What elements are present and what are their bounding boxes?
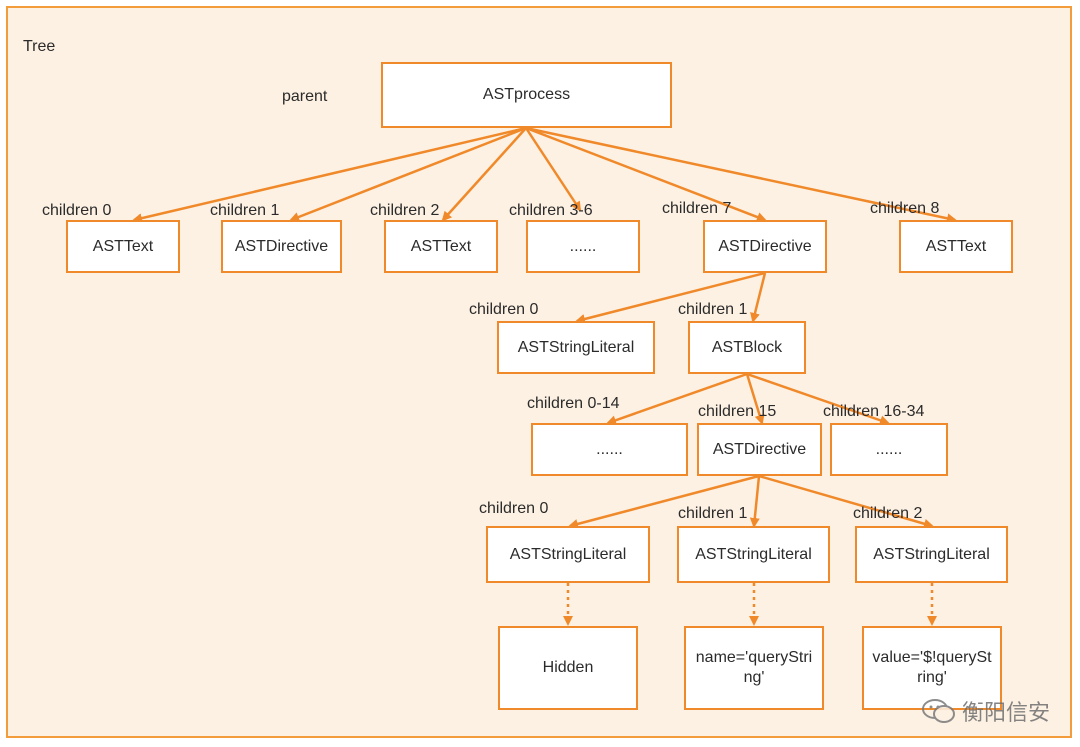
edge-root-1 (289, 126, 527, 222)
label-children-3-6: children 3-6 (509, 202, 593, 219)
edge-d7-1 (750, 272, 767, 323)
node-asttext-8: ASTText (899, 220, 1013, 273)
node-value-value: value='$!queryString' (862, 626, 1002, 710)
edge-blk-16-34 (746, 372, 890, 426)
edge-root-8 (525, 126, 957, 224)
label-children-7: children 7 (662, 200, 732, 217)
label-children-1: children 1 (210, 202, 280, 219)
node-value-name: name='queryString' (684, 626, 824, 710)
label-l4-children-0: children 0 (479, 500, 549, 517)
edge-blk-0-14 (606, 372, 748, 426)
node-aststringliteral-0: ASTStringLiteral (486, 526, 650, 583)
label-l4-children-2: children 2 (853, 505, 923, 522)
label-children-2: children 2 (370, 202, 440, 219)
edge-d15-1 (749, 475, 761, 528)
watermark-text: 衡阳信安 (961, 700, 1050, 725)
edge-d15-0 (568, 474, 760, 529)
edge-root-0 (132, 126, 527, 224)
edge-root-2 (441, 127, 527, 222)
edge-root-3-6 (524, 127, 582, 212)
frame-title: Tree (23, 38, 56, 55)
label-children-15: children 15 (698, 403, 777, 420)
node-astdirective-15: ASTDirective (697, 423, 822, 476)
label-children-0: children 0 (42, 202, 112, 219)
edge-blk-15 (745, 373, 765, 425)
node-ellipsis-3-6: ...... (526, 220, 640, 273)
node-ellipsis-16-34: ...... (830, 423, 948, 476)
label-parent: parent (282, 88, 328, 105)
label-children-0-14: children 0-14 (527, 395, 620, 412)
label-children-16-34: children 16-34 (823, 403, 925, 420)
node-ellipsis-0-14: ...... (531, 423, 688, 476)
wechat-icon (921, 699, 955, 723)
node-asttext-2: ASTText (384, 220, 498, 273)
node-asttext-0: ASTText (66, 220, 180, 273)
label-l2-children-0: children 0 (469, 301, 539, 318)
watermark: 衡阳信安 (921, 695, 1050, 727)
node-astdirective-1: ASTDirective (221, 220, 342, 273)
label-l4-children-1: children 1 (678, 505, 748, 522)
edge-d7-0 (575, 271, 766, 324)
node-astblock: ASTBlock (688, 321, 806, 374)
node-astprocess: ASTprocess (381, 62, 672, 128)
node-astdirective-7: ASTDirective (703, 220, 827, 273)
node-aststringliteral-1: ASTStringLiteral (677, 526, 830, 583)
label-l2-children-1: children 1 (678, 301, 748, 318)
node-aststringliteral-2: ASTStringLiteral (855, 526, 1008, 583)
node-value-hidden: Hidden (498, 626, 638, 710)
node-aststringliteral-l2: ASTStringLiteral (497, 321, 655, 374)
edge-d15-2 (758, 474, 934, 529)
label-children-8: children 8 (870, 200, 940, 217)
edge-root-7 (525, 126, 767, 222)
